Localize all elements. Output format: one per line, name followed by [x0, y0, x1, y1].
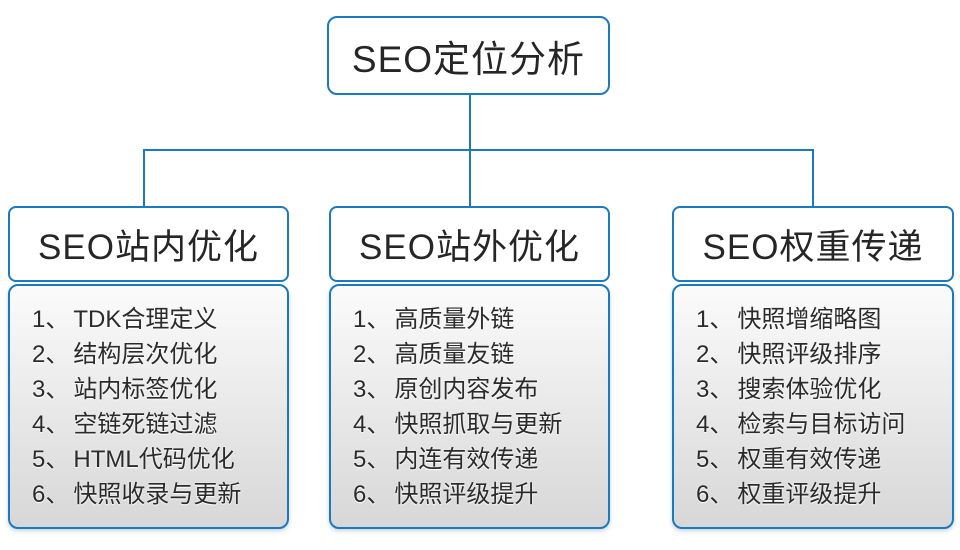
list-item-label: 高质量外链 — [394, 306, 515, 333]
list-item: 2、 结构层次优化 — [32, 337, 277, 372]
list-item-number: 2、 — [696, 341, 734, 368]
list-item: 4、 空链死链过滤 — [32, 407, 277, 442]
branch-panel-offsite: 1、 高质量外链 2、 高质量友链 3、 原创内容发布 4、 快照抓取与更新 5… — [329, 284, 610, 529]
list-item-label: 快照抓取与更新 — [394, 411, 563, 438]
list-item: 1、 高质量外链 — [353, 302, 598, 337]
branch-title: SEO权重传递 — [702, 227, 924, 267]
list-item-number: 6、 — [353, 481, 391, 508]
list-item-label: 结构层次优化 — [73, 341, 218, 368]
list-item-number: 1、 — [696, 306, 734, 333]
list-item-label: 空链死链过滤 — [73, 411, 218, 438]
list-item-number: 3、 — [353, 376, 391, 403]
list-item: 1、 快照增缩略图 — [696, 302, 942, 337]
list-item: 3、 原创内容发布 — [353, 372, 598, 407]
list-item-number: 5、 — [696, 446, 734, 473]
list-item-number: 1、 — [353, 306, 391, 333]
branch-node-onsite: SEO站内优化 — [8, 206, 289, 282]
list-item-number: 3、 — [696, 376, 734, 403]
list-item: 6、 快照评级提升 — [353, 477, 598, 512]
branch-title: SEO站内优化 — [38, 227, 259, 267]
connector-horizontal — [143, 149, 814, 151]
list-item-label: 快照评级排序 — [737, 341, 882, 368]
list-item: 2、 快照评级排序 — [696, 337, 942, 372]
list-item-label: 快照评级提升 — [394, 481, 539, 508]
list-item: 1、 TDK合理定义 — [32, 302, 277, 337]
list-item: 5、 内连有效传递 — [353, 442, 598, 477]
list-item-number: 3、 — [32, 376, 70, 403]
branch-node-weight: SEO权重传递 — [672, 206, 954, 282]
connector-vertical-middle — [469, 95, 471, 207]
list-item: 4、 检索与目标访问 — [696, 407, 942, 442]
root-node-title: SEO定位分析 — [351, 38, 586, 80]
list-item-number: 2、 — [32, 341, 70, 368]
list-item-label: 快照增缩略图 — [737, 306, 882, 333]
connector-vertical-left — [143, 149, 145, 207]
branch-panel-onsite: 1、 TDK合理定义 2、 结构层次优化 3、 站内标签优化 4、 空链死链过滤… — [8, 284, 289, 529]
list-item-label: 原创内容发布 — [394, 376, 539, 403]
list-item-label: 权重评级提升 — [737, 481, 882, 508]
list-item-number: 1、 — [32, 306, 70, 333]
root-node: SEO定位分析 — [327, 16, 610, 95]
list-item-label: 高质量友链 — [394, 341, 515, 368]
connector-vertical-right — [812, 149, 814, 207]
list-item: 5、 权重有效传递 — [696, 442, 942, 477]
list-item: 6、 权重评级提升 — [696, 477, 942, 512]
list-item: 5、 HTML代码优化 — [32, 442, 277, 477]
list-item-number: 4、 — [696, 411, 734, 438]
list-item-number: 4、 — [32, 411, 70, 438]
branch-panel-weight: 1、 快照增缩略图 2、 快照评级排序 3、 搜索体验优化 4、 检索与目标访问… — [672, 284, 954, 529]
branch-node-offsite: SEO站外优化 — [329, 206, 610, 282]
list-item: 3、 站内标签优化 — [32, 372, 277, 407]
list-item-label: 站内标签优化 — [73, 376, 218, 403]
list-item-label: HTML代码优化 — [73, 446, 235, 473]
list-item-number: 6、 — [32, 481, 70, 508]
list-item-number: 5、 — [32, 446, 70, 473]
list-item-label: 权重有效传递 — [737, 446, 882, 473]
list-item-label: 快照收录与更新 — [73, 481, 242, 508]
list-item-number: 2、 — [353, 341, 391, 368]
list-item-number: 4、 — [353, 411, 391, 438]
list-item-label: 检索与目标访问 — [737, 411, 906, 438]
list-item-label: 内连有效传递 — [394, 446, 539, 473]
list-item-number: 6、 — [696, 481, 734, 508]
branch-title: SEO站外优化 — [359, 227, 580, 267]
list-item-number: 5、 — [353, 446, 391, 473]
list-item: 3、 搜索体验优化 — [696, 372, 942, 407]
list-item-label: 搜索体验优化 — [737, 376, 882, 403]
list-item: 4、 快照抓取与更新 — [353, 407, 598, 442]
list-item: 2、 高质量友链 — [353, 337, 598, 372]
list-item-label: TDK合理定义 — [73, 306, 218, 333]
list-item: 6、 快照收录与更新 — [32, 477, 277, 512]
